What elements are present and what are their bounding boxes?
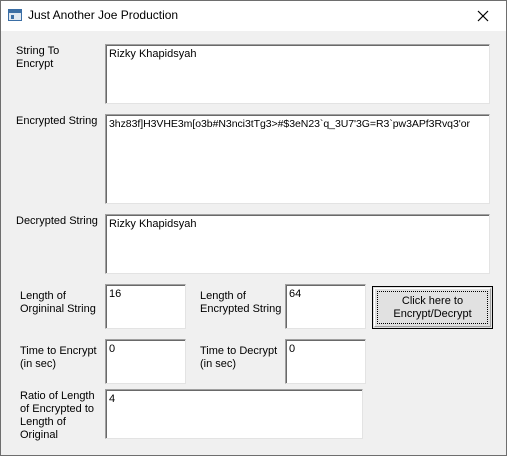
encrypt-decrypt-button[interactable]: Click here to Encrypt/Decrypt — [372, 286, 493, 329]
time-encrypt-field[interactable]: 0 — [105, 339, 186, 384]
app-icon — [8, 9, 22, 21]
time-encrypt-label: Time to Encrypt (in sec) — [20, 345, 97, 370]
encrypted-string-field[interactable]: 3hz83f]H3VHE3m[o3b#N3nci3tTg3>#$3eN23`q_… — [105, 114, 490, 204]
decrypted-string-label: Decrypted String — [16, 215, 98, 227]
length-encrypted-field[interactable]: 64 — [285, 284, 366, 329]
ratio-field[interactable]: 4 — [105, 389, 363, 439]
encrypted-string-label: Encrypted String — [16, 115, 98, 127]
time-decrypt-field[interactable]: 0 — [285, 339, 366, 384]
encrypt-decrypt-button-label: Click here to Encrypt/Decrypt — [393, 294, 472, 320]
close-button[interactable] — [460, 1, 506, 31]
ratio-label: Ratio of Length of Encrypted to Length o… — [20, 390, 95, 441]
string-to-encrypt-label: String To Encrypt — [16, 45, 60, 70]
length-original-field[interactable]: 16 — [105, 284, 186, 329]
length-encrypted-label: Length of Encrypted String — [200, 290, 282, 315]
string-to-encrypt-input[interactable]: Rizky Khapidsyah — [105, 44, 490, 104]
decrypted-string-field[interactable]: Rizky Khapidsyah — [105, 214, 490, 274]
window-title: Just Another Joe Production — [28, 8, 179, 22]
close-icon — [477, 10, 489, 22]
time-decrypt-label: Time to Decrypt (in sec) — [200, 345, 278, 370]
length-original-label: Length of Orgininal String — [20, 290, 96, 315]
title-bar[interactable]: Just Another Joe Production — [1, 1, 506, 31]
